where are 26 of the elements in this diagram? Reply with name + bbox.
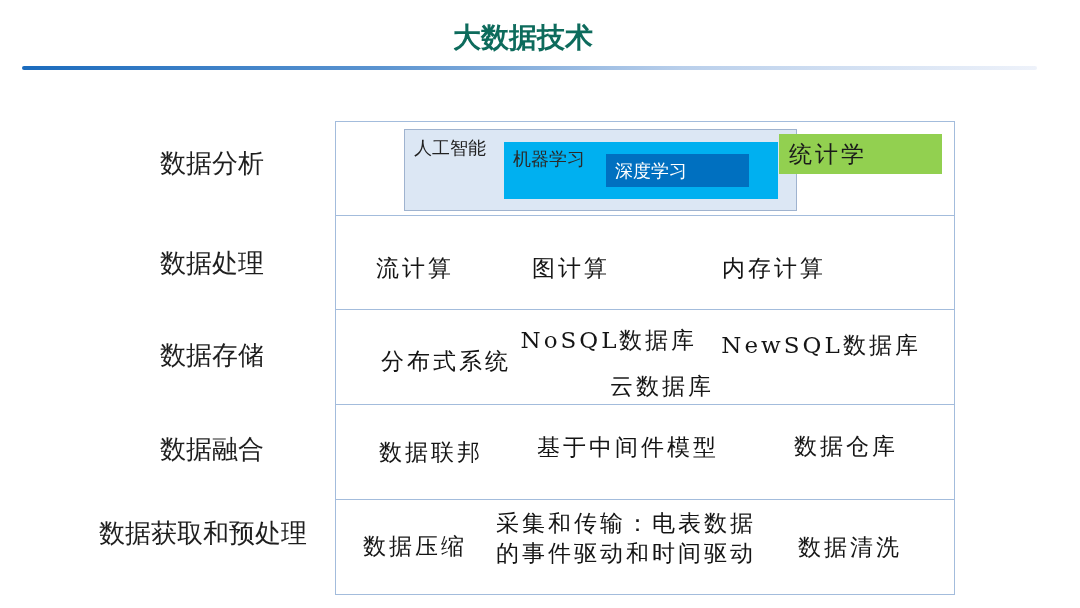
topic-label: 数据清洗 — [798, 533, 902, 563]
topic-label: 图计算 — [532, 254, 610, 284]
topic-label: 数据压缩 — [363, 532, 467, 562]
topic-label: 数据仓库 — [794, 432, 898, 462]
slide-title: 大数据技术 — [453, 20, 593, 56]
layer-title: 数据存储 — [160, 340, 264, 372]
topic-label: 数据联邦 — [379, 438, 483, 468]
topic-label: 流计算 — [376, 254, 454, 284]
topic-label: 基于中间件模型 — [537, 433, 719, 463]
field-label: 统计学 — [788, 139, 867, 169]
topic-label: NewSQL数据库 — [721, 331, 921, 361]
topic-label: NoSQL数据库 — [520, 326, 698, 356]
topic-label: 云数据库 — [610, 372, 714, 402]
field-label: 机器学习 — [513, 147, 585, 171]
layer-title: 数据分析 — [160, 148, 264, 180]
field-label: 深度学习 — [615, 159, 687, 183]
field-box — [606, 154, 749, 187]
layer-title: 数据融合 — [160, 434, 264, 466]
topic-label: 采集和传输：电表数据的事件驱动和时间驱动 — [495, 509, 757, 568]
field-label: 人工智能 — [413, 135, 486, 160]
layer-title: 数据处理 — [160, 248, 264, 280]
topic-label: 内存计算 — [722, 254, 826, 284]
field-box — [504, 142, 778, 199]
topic-label: 分布式系统 — [381, 347, 511, 377]
layer-title: 数据获取和预处理 — [99, 518, 307, 550]
field-box — [778, 133, 942, 174]
